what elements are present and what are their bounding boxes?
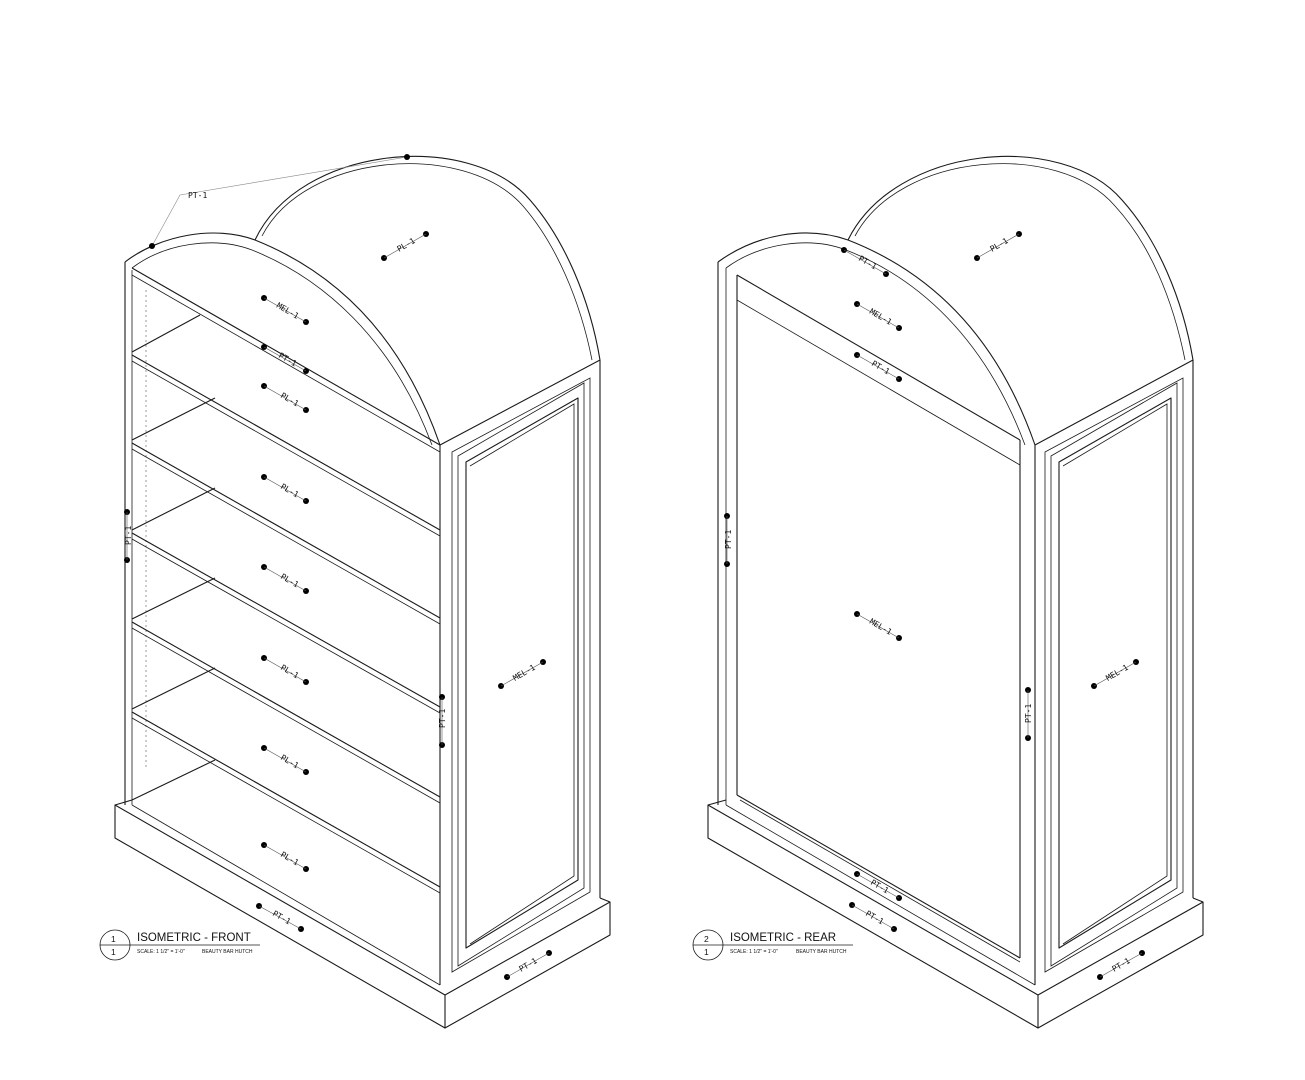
svg-text:2: 2 [704,934,709,944]
tag-mel1-back-rear: MEL-1 [854,611,902,641]
svg-text:MEL-1: MEL-1 [868,307,894,327]
tag-pt1-base-side: PT-1 [504,950,552,980]
svg-text:PT-1: PT-1 [188,191,207,200]
title-block-front: 1 1 ISOMETRIC - FRONT SCALE: 1 1/2" = 1'… [99,929,260,961]
svg-text:PL-1: PL-1 [989,236,1010,254]
tag-pt1-left-post: PT-1 [124,509,133,563]
svg-text:PT-1: PT-1 [857,254,878,272]
front-material-tags: PT-1 PL-1 MEL-1 PT-1 PL-1 PL-1 PL-1 PL-1… [124,154,552,980]
svg-text:PL-1: PL-1 [279,482,300,500]
svg-text:PL-1: PL-1 [279,753,300,771]
front-arch-outer [124,232,441,446]
tag-pt1-base: PT-1 [256,903,304,932]
tag-mel1-side-rear: MEL-1 [1091,659,1139,689]
tag-pt1-right-rear: PT-1 [1024,687,1033,741]
svg-text:PT-1: PT-1 [438,709,447,728]
tag-pt1-left-rear: PT-1 [724,513,733,567]
rear-roof-arch [847,155,1194,361]
tag-mel1-side: MEL-1 [498,659,546,689]
hutch-rear-view [707,155,1204,1029]
svg-text:PL-1: PL-1 [279,391,300,409]
svg-text:BEAUTY BAR HUTCH: BEAUTY BAR HUTCH [202,949,253,955]
rear-arch-outer [717,232,1036,446]
svg-text:PL-1: PL-1 [279,663,300,681]
svg-text:ISOMETRIC - REAR: ISOMETRIC - REAR [730,932,836,944]
tag-pl1-roof: PL-1 [381,231,429,261]
svg-text:PT-1: PT-1 [724,530,733,549]
svg-text:PT-1: PT-1 [518,956,539,974]
svg-text:ISOMETRIC - FRONT: ISOMETRIC - FRONT [137,932,251,944]
front-arch-inner [131,242,433,446]
tag-pl1-shelf6: PL-1 [261,842,309,872]
svg-text:PL-1: PL-1 [396,236,417,254]
tag-pl1-shelf4: PL-1 [261,655,309,685]
svg-text:PT-1: PT-1 [1111,956,1132,974]
rear-side-panel-inset [1058,397,1172,949]
tag-pt1-top: PT-1 [149,154,410,249]
svg-text:PL-1: PL-1 [279,850,300,868]
svg-text:PT-1: PT-1 [1024,704,1033,723]
tag-mel1-top-rear: MEL-1 [854,301,902,331]
tag-mel1-top: MEL-1 [261,295,309,325]
svg-text:1: 1 [111,947,116,957]
svg-text:PT-1: PT-1 [277,351,298,369]
svg-text:PT-1: PT-1 [271,909,292,927]
rear-base [707,799,1204,1029]
svg-text:MEL-1: MEL-1 [868,617,894,637]
tag-pl1-shelf3: PL-1 [261,564,309,594]
svg-text:SCALE: 1 1/2" = 1'-0": SCALE: 1 1/2" = 1'-0" [730,949,778,955]
side-panel-inset [465,397,579,949]
pt1-leader [151,156,408,247]
tag-pt1-shelf: PT-1 [261,344,309,374]
svg-text:MEL-1: MEL-1 [1105,663,1131,683]
roof-right-edge [439,359,601,446]
svg-text:BEAUTY BAR HUTCH: BEAUTY BAR HUTCH [796,949,847,955]
svg-text:PT-1: PT-1 [870,359,891,377]
svg-text:MEL-1: MEL-1 [275,301,301,321]
svg-text:PT-1: PT-1 [869,878,890,896]
svg-text:PT-1: PT-1 [124,526,133,545]
tag-pl1-shelf1: PL-1 [261,383,309,413]
svg-text:PL-1: PL-1 [279,572,300,590]
tag-pl1-shelf5: PL-1 [261,745,309,775]
tag-pt1-base2-rear: PT-1 [849,902,897,932]
svg-text:1: 1 [111,934,116,944]
rear-material-tags: PL-1 PT-1 MEL-1 PT-1 MEL-1 PT-1 MEL-1 PT… [724,231,1145,980]
roof-back-arch [254,155,601,361]
shelves [131,267,441,894]
front-base [114,799,611,1029]
tag-pt1-right-post: PT-1 [438,694,447,748]
side-frame-outer [451,377,591,973]
hutch-front-view [114,155,611,1029]
tag-pl1-roof-rear: PL-1 [974,231,1022,261]
roof-back-arch-inner [261,163,593,361]
svg-text:MEL-1: MEL-1 [512,663,538,683]
tag-pl1-shelf2: PL-1 [261,474,309,504]
svg-text:PT-1: PT-1 [864,909,885,927]
tag-pt1-arch-rear: PT-1 [841,247,889,277]
svg-text:1: 1 [704,947,709,957]
tag-pt1-base-side-rear: PT-1 [1097,950,1145,980]
title-block-rear: 2 1 ISOMETRIC - REAR SCALE: 1 1/2" = 1'-… [692,929,853,961]
svg-text:SCALE: 1 1/2" = 1'-0": SCALE: 1 1/2" = 1'-0" [137,949,185,955]
